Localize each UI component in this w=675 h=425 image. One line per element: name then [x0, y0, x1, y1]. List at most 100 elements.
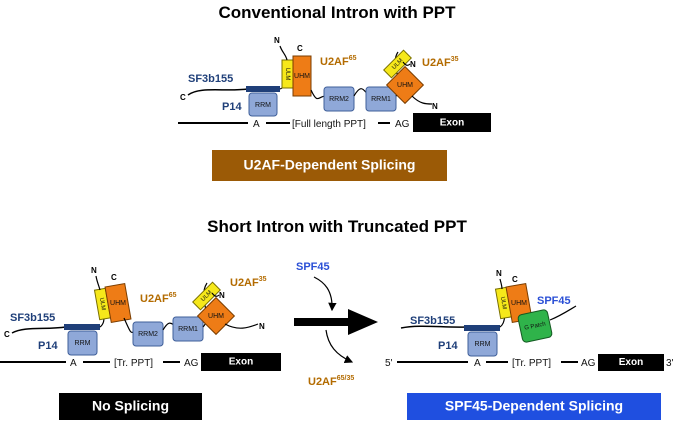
top-ulm-right-n-line: [402, 61, 411, 66]
top-sf3b155-label: SF3b155: [188, 73, 233, 85]
br-p14-rrm-label: RRM: [475, 341, 491, 348]
mid-u2af-arrow: [325, 329, 354, 363]
bl-ulm-right-n: N: [219, 291, 225, 300]
bl-uhm-left-c: C: [111, 273, 117, 282]
top-uhm-right: [385, 65, 425, 105]
br-uhm-c: C: [512, 275, 518, 284]
top-banner: [212, 150, 447, 181]
top-uhm-right-n-line: [411, 95, 433, 105]
top-ulm-left-n-line: [279, 45, 288, 61]
bl-ag: AG: [184, 358, 199, 369]
bottom-right-banner: [407, 393, 661, 420]
bottom-left-complex: SF3b155 C P14 RRM ULM N UHM C RRM2 RRM1 …: [0, 266, 281, 371]
bl-ulm-right: [192, 281, 221, 311]
top-p14-rrm-label: RRM: [255, 102, 271, 109]
bl-uhm-right: [196, 296, 236, 336]
top-uhm-left: [292, 55, 312, 97]
top-ag: AG: [395, 119, 410, 130]
bottom-middle: SPF45 U2AF65/35: [294, 261, 378, 388]
top-uhm-right-n: N: [432, 102, 438, 111]
mid-u2af-label: U2AF65/35: [308, 375, 354, 388]
br-gpatch-tail: [549, 305, 577, 321]
bl-rrm1-label: RRM1: [178, 326, 198, 333]
br-three-prime: 3': [666, 358, 674, 369]
br-ulm-label: ULM: [499, 296, 507, 310]
br-exon-box: [598, 354, 664, 371]
top-sf3b155-c-term: C: [180, 93, 186, 102]
top-p14-rrm: [248, 92, 278, 117]
br-ppt: [Tr. PPT]: [512, 358, 551, 369]
bl-rrm1: [172, 316, 204, 342]
br-five-prime: 5': [385, 358, 393, 369]
top-title: Conventional Intron with PPT: [218, 3, 456, 22]
top-ppt: [Full length PPT]: [292, 119, 366, 130]
top-rrm2: [323, 86, 355, 112]
bottom-title: Short Intron with Truncated PPT: [207, 217, 467, 236]
mid-spf45-label: SPF45: [296, 261, 330, 273]
bl-u2af35-label: U2AF35: [230, 276, 267, 289]
bl-uhm-left: [104, 282, 132, 324]
bl-ulm-left-label: ULM: [98, 297, 106, 311]
top-branch-a: A: [253, 119, 260, 130]
top-exon-label: Exon: [440, 118, 464, 129]
bl-rrm2: [132, 321, 164, 347]
br-ulm-n: N: [496, 269, 502, 278]
bl-sf3b155-label: SF3b155: [10, 312, 55, 324]
top-ulm-right: [383, 49, 412, 79]
top-complex: SF3b155 C P14 RRM ULM N UHM C RRM2 RRM1 …: [178, 36, 491, 132]
bl-sf3b155-line: [11, 326, 67, 334]
top-ulm-left-n: N: [274, 36, 280, 45]
bl-sf3b155-bar: [64, 324, 100, 330]
br-sf3b155-line: [400, 325, 467, 329]
bl-branch-a: A: [70, 358, 77, 369]
top-exon-box: [413, 113, 491, 132]
top-sf3b155-bar: [246, 86, 280, 92]
bottom-left-banner-text: No Splicing: [92, 398, 169, 414]
bl-sf3b155-c: C: [4, 330, 10, 339]
top-ulm-left-label: ULM: [284, 68, 290, 81]
bl-ulm-left-n: N: [91, 266, 97, 275]
br-ulm-n-line: [499, 278, 503, 290]
top-rrm1-label: RRM1: [371, 96, 391, 103]
bl-uhm-right-n-line: [224, 323, 259, 329]
br-branch-a: A: [474, 358, 481, 369]
top-rrm1: [365, 86, 397, 112]
bl-exon-box: [201, 353, 281, 371]
top-ulm-right-n: N: [410, 60, 416, 69]
bl-p14-label: P14: [38, 340, 58, 352]
main-reaction-arrow: [294, 309, 378, 335]
br-sf3b155-bar: [464, 325, 500, 331]
top-uhm-left-c: C: [297, 44, 303, 53]
top-banner-text: U2AF-Dependent Splicing: [244, 157, 416, 173]
bottom-right-banner-text: SPF45-Dependent Splicing: [445, 398, 623, 414]
br-spf45-label: SPF45: [537, 295, 571, 307]
top-u2af35-label: U2AF35: [422, 56, 459, 69]
top-u2af65-label: U2AF65: [320, 55, 357, 68]
br-sf3b155-label: SF3b155: [410, 315, 455, 327]
top-p14-label: P14: [222, 101, 242, 113]
bl-uhm-right-label: UHM: [208, 313, 224, 320]
top-rrm2-label: RRM2: [329, 96, 349, 103]
bl-uhm-right-n: N: [259, 322, 265, 331]
bl-exon-label: Exon: [229, 357, 253, 368]
br-gpatch-label: G Patch: [524, 321, 546, 331]
bl-ppt: [Tr. PPT]: [114, 358, 153, 369]
bl-ulm-left-n-line: [95, 275, 101, 291]
bl-p14-rrm: [67, 330, 98, 356]
br-p14-rrm: [467, 331, 498, 357]
br-exon-label: Exon: [619, 357, 643, 368]
br-ag: AG: [581, 358, 596, 369]
br-gpatch: [517, 309, 553, 343]
bl-u2af65-label: U2AF65: [140, 292, 177, 305]
bl-uhm-left-label: UHM: [110, 300, 126, 307]
top-uhm-left-label: UHM: [294, 73, 310, 80]
mid-spf45-arrow: [313, 276, 337, 312]
bottom-left-banner: [59, 393, 202, 420]
br-p14-label: P14: [438, 340, 458, 352]
bl-p14-rrm-label: RRM: [75, 340, 91, 347]
bl-ulm-right-n-line: [211, 292, 220, 297]
top-sf3b155-line: [187, 88, 249, 96]
bl-rrm2-label: RRM2: [138, 331, 158, 338]
bottom-right-complex: SF3b155 P14 RRM ULM N UHM C G Patch SPF4…: [385, 269, 674, 371]
